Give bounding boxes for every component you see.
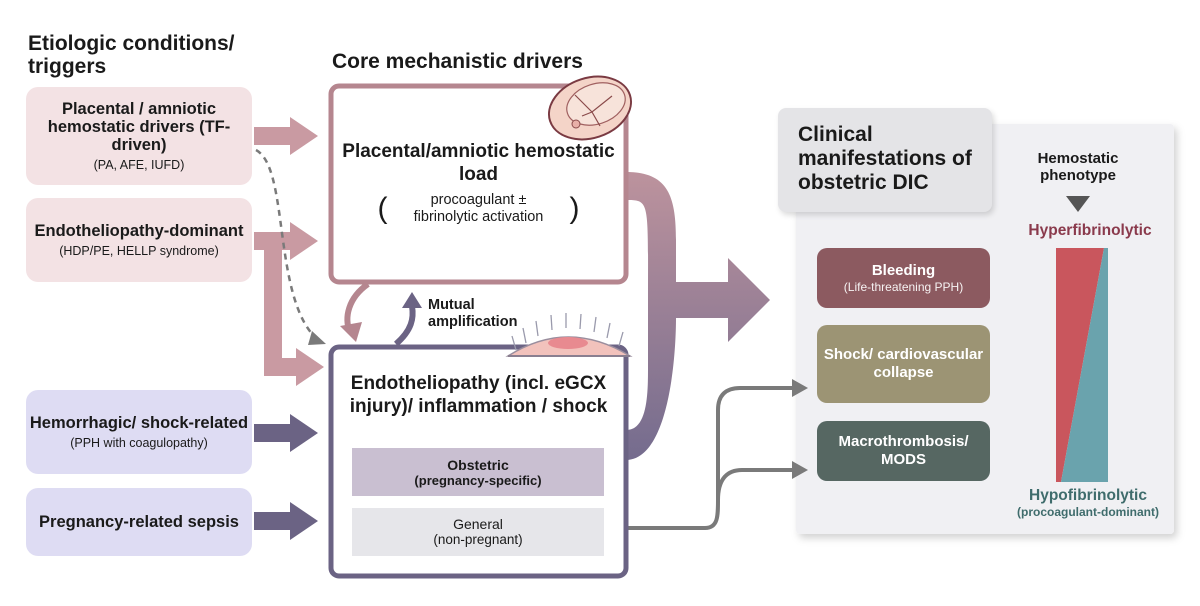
hypofibrinolytic-wedge <box>1061 248 1108 482</box>
arrow-hemorrhagic-trigger <box>254 414 318 452</box>
placental-driver[interactable]: Placental/amniotic hemostatic load ( pro… <box>336 140 621 226</box>
trigger-sub: (PPH with coagulopathy) <box>70 435 208 450</box>
endothelial-driver-title: Endotheliopathy (incl. eGCX injury)/ inf… <box>349 373 608 417</box>
arrowhead-shock <box>792 379 808 397</box>
clinical-title: Bleeding <box>871 261 936 279</box>
placental-driver-sub: procoagulant ± fibrinolytic activation <box>413 192 544 225</box>
trigger-arrows <box>254 117 326 540</box>
trigger-hemorrhagic[interactable]: Hemorrhagic/ shock-related (PPH with coa… <box>26 390 252 474</box>
general-label: General <box>453 516 503 532</box>
paren-open: ( <box>377 192 388 225</box>
placental-driver-title: Placental/amniotic hemostatic load <box>342 141 615 185</box>
trigger-placental[interactable]: Placental / amniotic hemostatic drivers … <box>26 87 252 185</box>
obstetric-subtype[interactable]: Obstetric (pregnancy-specific) <box>352 448 604 496</box>
trigger-title: Endotheliopathy-dominant <box>34 221 244 240</box>
hyperfibrinolytic-label: Hyperfibrinolytic <box>1028 222 1152 239</box>
hyperfibrinolytic-wedge <box>1056 248 1104 482</box>
arrow-placental-trigger <box>254 117 318 155</box>
clinical-macrothrombosis[interactable]: Macrothrombosis/ MODS <box>817 421 990 481</box>
mutual-amplification-label: Mutual amplification <box>428 297 518 330</box>
arrow-endo-down <box>264 241 324 386</box>
trigger-endotheliopathy[interactable]: Endotheliopathy-dominant (HDP/PE, HELLP … <box>26 198 252 282</box>
trigger-sub: (PA, AFE, IUFD) <box>93 157 185 172</box>
trigger-sub: (HDP/PE, HELLP syndrome) <box>59 243 219 258</box>
clinical-sub: (Life-threatening PPH) <box>843 279 964 294</box>
clinical-bleeding[interactable]: Bleeding (Life-threatening PPH) <box>817 248 990 308</box>
arrow-endo-trigger <box>254 222 318 260</box>
obstetric-label: Obstetric <box>447 456 509 473</box>
phenotype-indicator-triangle <box>1066 196 1090 212</box>
clinical-title: Macrothrombosis/ MODS <box>838 433 969 468</box>
mutual-arrowhead-up <box>402 292 422 308</box>
clinical-heading-box: Clinical manifestations of obstetric DIC <box>778 108 992 212</box>
general-subtype[interactable]: General (non-pregnant) <box>352 508 604 556</box>
trigger-title: Hemorrhagic/ shock-related <box>29 413 249 432</box>
clinical-heading: Clinical manifestations of obstetric DIC <box>798 123 972 194</box>
clinical-shock[interactable]: Shock/ cardiovascular collapse <box>817 325 990 403</box>
general-connector <box>604 386 796 530</box>
endothelial-driver[interactable]: Endotheliopathy (incl. eGCX injury)/ inf… <box>336 372 621 418</box>
arrowhead-macro <box>792 461 808 479</box>
mutual-arrowhead-down <box>340 322 362 342</box>
trigger-sepsis[interactable]: Pregnancy-related sepsis <box>26 488 252 556</box>
dashed-connector <box>255 148 319 341</box>
obstetric-sub: (pregnancy-specific) <box>414 472 542 488</box>
endothelium-illustration <box>505 313 633 357</box>
paren-close: ) <box>569 192 580 225</box>
phenotype-heading: Hemostatic phenotype <box>1037 150 1119 184</box>
dashed-arrowhead <box>308 331 326 345</box>
arrow-sepsis-trigger <box>254 502 318 540</box>
trigger-title: Placental / amniotic hemostatic drivers … <box>47 99 231 154</box>
trigger-title: Pregnancy-related sepsis <box>39 513 239 531</box>
hypofibrinolytic-label: Hypofibrinolytic <box>1029 487 1147 504</box>
general-sub: (non-pregnant) <box>433 532 523 547</box>
clinical-title: Shock/ cardiovascular collapse <box>823 346 984 381</box>
convergent-arrow <box>626 172 770 460</box>
triggers-heading: Etiologic conditions/ triggers <box>28 32 235 78</box>
drivers-heading: Core mechanistic drivers <box>332 50 583 73</box>
placental-driver-frame <box>328 83 629 285</box>
uterus-illustration <box>547 75 633 141</box>
placental-driver-detail: ( procoagulant ± fibrinolytic activation… <box>378 192 580 226</box>
hypofibrinolytic-sub: (procoagulant-dominant) <box>1017 505 1159 519</box>
